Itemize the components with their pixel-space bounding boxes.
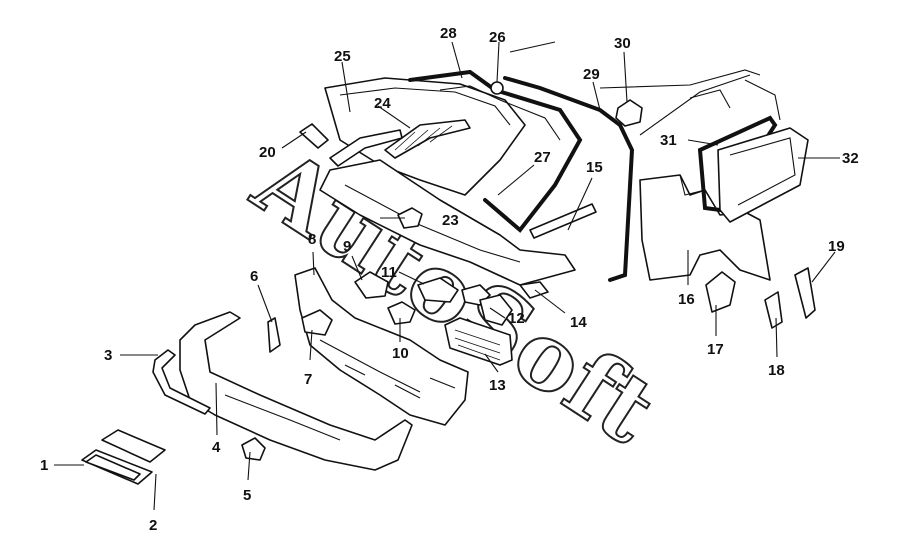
callout-18: 18 [768,362,785,379]
callout-14: 14 [570,314,587,331]
callout-23: 23 [442,212,459,229]
tailgate-panel [319,159,576,286]
tailgate-seals [408,69,635,282]
callout-25: 25 [334,48,351,65]
callout-26: 26 [489,29,506,46]
rear-panel-part [294,267,469,426]
bracket-part-7 [301,309,333,336]
corner-trim-part [152,349,211,415]
callout-15: 15 [586,159,603,176]
callout-labels: 1 2 3 4 5 6 7 8 9 10 11 12 13 14 15 16 1… [40,25,859,534]
callout-6: 6 [250,268,258,285]
callout-4: 4 [212,439,221,456]
clip-parts [490,81,643,127]
callout-7: 7 [304,371,312,388]
lamp-latch-parts [354,271,549,326]
body-outline [509,41,781,136]
small-panel-parts [705,267,816,329]
callout-9: 9 [343,238,351,255]
callout-3: 3 [104,347,112,364]
quarter-panel-part [639,174,771,281]
callout-20: 20 [259,144,276,161]
bracket-part-5 [241,437,266,461]
callout-2: 2 [149,517,157,534]
rear-lamp-part [444,317,513,366]
callout-24: 24 [374,95,391,112]
callout-19: 19 [828,238,845,255]
bracket-part-6 [267,317,281,353]
hinge-part [299,123,403,167]
callout-13: 13 [489,377,506,394]
callout-28: 28 [440,25,457,42]
callout-27: 27 [534,149,551,166]
callout-11: 11 [381,264,397,281]
lock-part [397,207,423,229]
callout-29: 29 [583,66,600,83]
bracket-part-10 [387,301,416,325]
callout-1: 1 [40,457,48,474]
gas-strut-part [529,203,597,239]
callout-12: 12 [508,310,525,327]
quarter-glass-parts [697,115,809,223]
callout-8: 8 [308,231,316,248]
callout-30: 30 [614,35,631,52]
callout-17: 17 [707,341,724,358]
callout-16: 16 [678,291,695,308]
leader-lines [54,41,840,511]
plate-parts [81,429,166,485]
callout-10: 10 [392,345,409,362]
wiper-strip-part [384,119,471,159]
callout-32: 32 [842,150,859,167]
callout-31: 31 [660,132,677,149]
callout-5: 5 [243,487,251,504]
bumper-part [179,311,413,471]
